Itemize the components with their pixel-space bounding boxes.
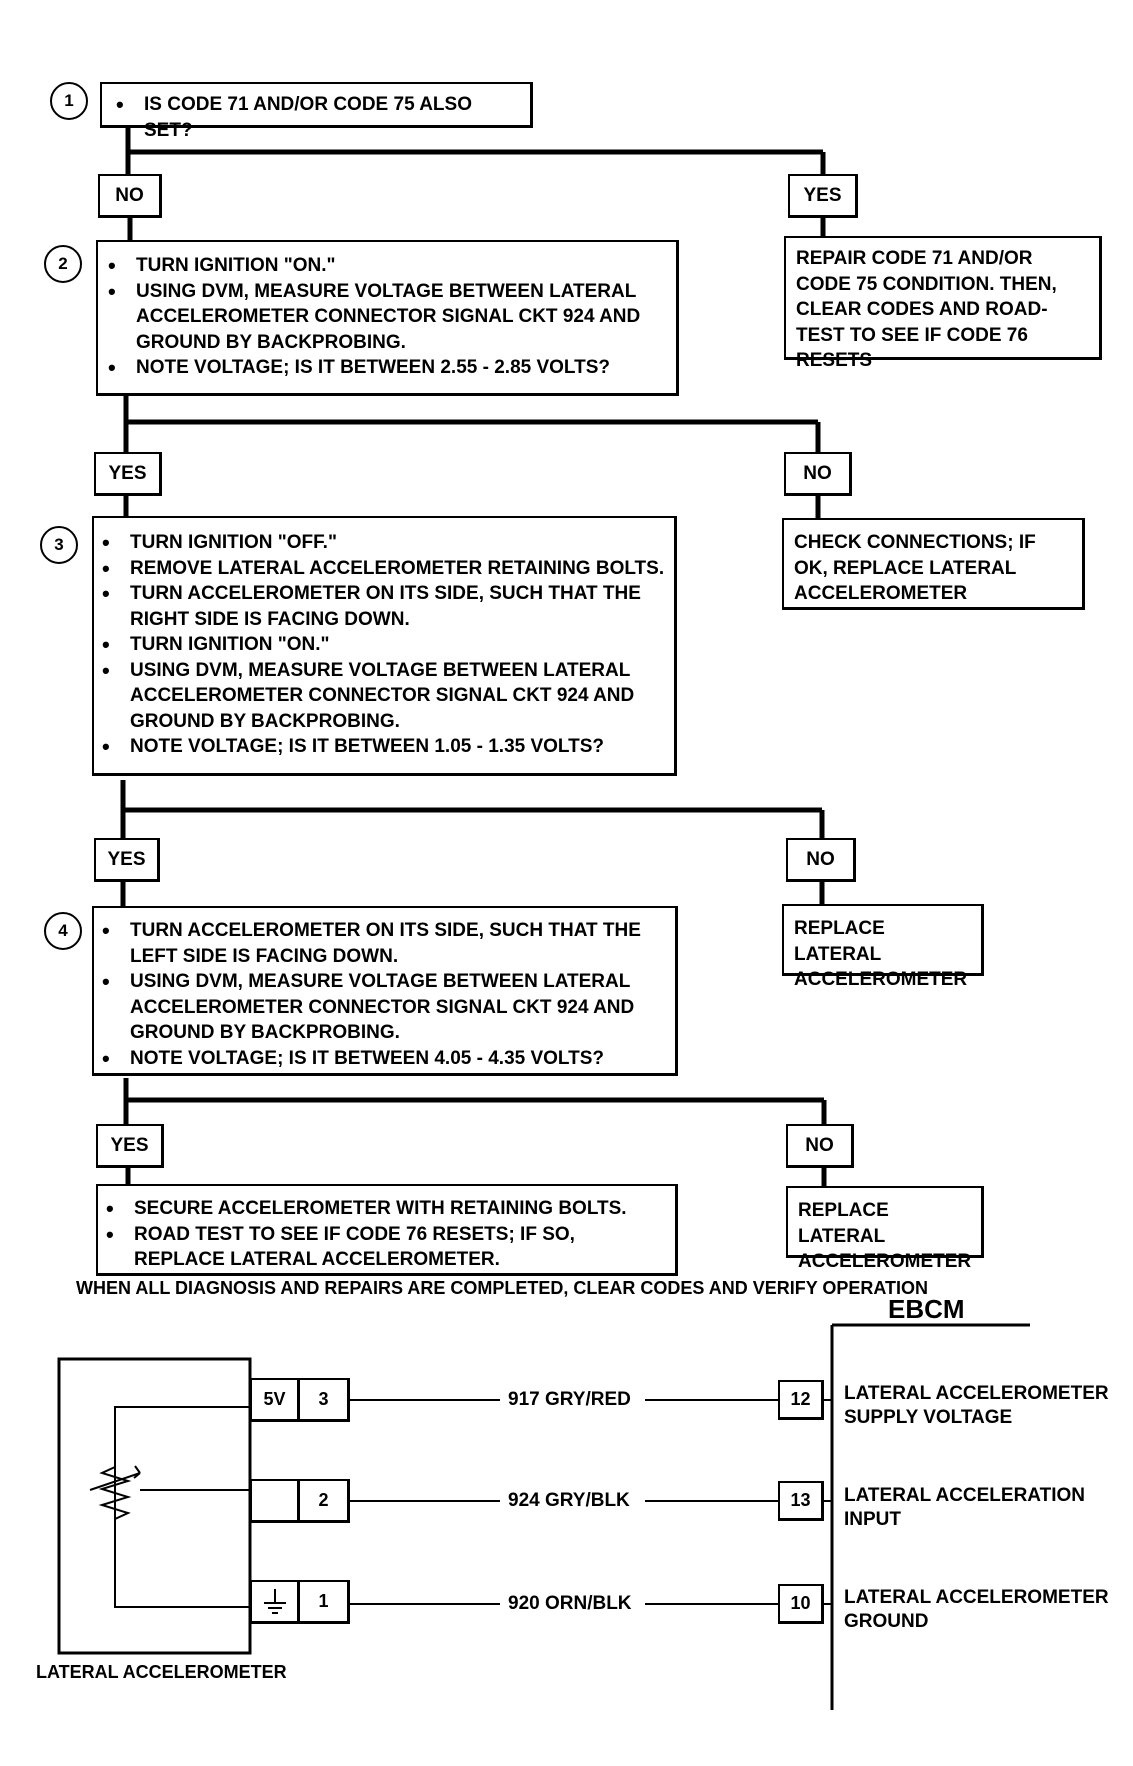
outcome-replace-b: REPLACE LATERAL ACCELEROMETER xyxy=(786,1186,984,1272)
step-2-line: USING DVM, MEASURE VOLTAGE BETWEEN LATER… xyxy=(100,279,668,356)
step-2-line: TURN IGNITION "ON." xyxy=(100,253,668,279)
outcome-repair-codes-text: REPAIR CODE 71 AND/OR CODE 75 CONDITION.… xyxy=(796,248,1057,371)
outcome-replace-a: REPLACE LATERAL ACCELEROMETER xyxy=(782,904,984,990)
ebcm-function-line: GROUND xyxy=(844,1611,929,1632)
step-4-box: TURN ACCELEROMETER ON ITS SIDE, SUCH THA… xyxy=(92,906,678,1076)
step-3-line: NOTE VOLTAGE; IS IT BETWEEN 1.05 - 1.35 … xyxy=(94,734,666,760)
outcome-check-connections: CHECK CONNECTIONS; IF OK, REPLACE LATERA… xyxy=(782,518,1085,610)
wire-label: 920 ORN/BLK xyxy=(508,1593,632,1614)
ebcm-pin-13: 13 xyxy=(778,1481,824,1521)
ebcm-function-line: LATERAL ACCELEROMETER xyxy=(844,1383,1109,1404)
ebcm-function-label: LATERAL ACCELEROMETER SUPPLY VOLTAGE xyxy=(844,1382,1109,1430)
step-3-line: REMOVE LATERAL ACCELEROMETER RETAINING B… xyxy=(94,556,666,582)
ebcm-function-label: LATERAL ACCELERATION INPUT xyxy=(844,1484,1085,1532)
outcome-replace-b-text: REPLACE LATERAL ACCELEROMETER xyxy=(798,1200,972,1272)
yes-label: YES xyxy=(788,174,858,218)
supply-tag: 5V xyxy=(250,1378,300,1422)
outcome-replace-a-text: REPLACE LATERAL ACCELEROMETER xyxy=(794,918,968,990)
wire-label: 917 GRY/RED xyxy=(508,1389,631,1410)
no-label: NO xyxy=(98,174,162,218)
outcome-repair-codes: REPAIR CODE 71 AND/OR CODE 75 CONDITION.… xyxy=(784,236,1102,371)
footer-note: WHEN ALL DIAGNOSIS AND REPAIRS ARE COMPL… xyxy=(76,1278,929,1298)
step-4-line: USING DVM, MEASURE VOLTAGE BETWEEN LATER… xyxy=(94,969,667,1046)
yes-label: YES xyxy=(96,1124,164,1168)
step-number-3: 3 xyxy=(40,526,78,564)
outcome-check-connections-text: CHECK CONNECTIONS; IF OK, REPLACE LATERA… xyxy=(794,532,1036,604)
step-4-line: NOTE VOLTAGE; IS IT BETWEEN 4.05 - 4.35 … xyxy=(94,1046,667,1072)
step-4-line: TURN ACCELEROMETER ON ITS SIDE, SUCH THA… xyxy=(94,918,667,969)
ground-icon xyxy=(263,1588,286,1614)
sensor-pin-2: 2 xyxy=(298,1479,350,1523)
ebcm-title: EBCM xyxy=(888,1294,965,1324)
step-3-line: TURN IGNITION "OFF." xyxy=(94,530,666,556)
sensor-label: LATERAL ACCELEROMETER xyxy=(36,1662,287,1682)
step-3-line: USING DVM, MEASURE VOLTAGE BETWEEN LATER… xyxy=(94,658,666,735)
ebcm-pin-10: 10 xyxy=(778,1584,824,1624)
step-number-1: 1 xyxy=(50,82,88,120)
step-3-line: TURN IGNITION "ON." xyxy=(94,632,666,658)
step-number-2: 2 xyxy=(44,245,82,283)
step-2-box: TURN IGNITION "ON." USING DVM, MEASURE V… xyxy=(96,240,679,396)
ebcm-function-line: LATERAL ACCELERATION xyxy=(844,1485,1086,1506)
no-label: NO xyxy=(786,838,856,882)
ebcm-function-line: SUPPLY VOLTAGE xyxy=(844,1407,1013,1428)
final-actions-box: SECURE ACCELEROMETER WITH RETAINING BOLT… xyxy=(96,1184,678,1276)
sensor-pin-1: 1 xyxy=(298,1580,350,1624)
ground-symbol-box xyxy=(250,1580,300,1624)
step-3-line: TURN ACCELEROMETER ON ITS SIDE, SUCH THA… xyxy=(94,581,666,632)
yes-label: YES xyxy=(94,452,162,496)
no-label: NO xyxy=(786,1124,854,1168)
step-1-box: IS CODE 71 AND/OR CODE 75 ALSO SET? xyxy=(100,82,533,141)
ebcm-function-line: LATERAL ACCELEROMETER xyxy=(844,1587,1109,1608)
ebcm-function-label: LATERAL ACCELEROMETER GROUND xyxy=(844,1586,1109,1634)
step-1-text: IS CODE 71 AND/OR CODE 75 ALSO SET? xyxy=(108,92,524,144)
no-label: NO xyxy=(784,452,852,496)
step-number-4: 4 xyxy=(44,912,82,950)
sensor-pin-3: 3 xyxy=(298,1378,350,1422)
sensor-pin-blank xyxy=(250,1479,300,1523)
yes-label: YES xyxy=(94,838,160,882)
ebcm-function-line: INPUT xyxy=(844,1509,901,1530)
final-action-line: ROAD TEST TO SEE IF CODE 76 RESETS; IF S… xyxy=(98,1222,667,1273)
step-2-line: NOTE VOLTAGE; IS IT BETWEEN 2.55 - 2.85 … xyxy=(100,355,668,381)
wire-label: 924 GRY/BLK xyxy=(508,1490,630,1511)
step-3-box: TURN IGNITION "OFF." REMOVE LATERAL ACCE… xyxy=(92,516,677,776)
final-action-line: SECURE ACCELEROMETER WITH RETAINING BOLT… xyxy=(98,1196,667,1222)
ebcm-pin-12: 12 xyxy=(778,1380,824,1420)
